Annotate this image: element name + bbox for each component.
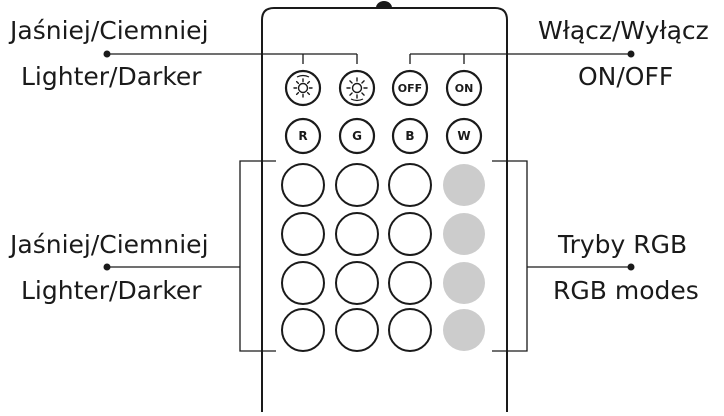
mid-left-label-pl: Jaśniej/Ciemniej xyxy=(10,230,209,259)
red-button[interactable]: R xyxy=(284,117,322,155)
ir-emitter xyxy=(376,1,392,8)
brightness-button-4-2[interactable] xyxy=(335,308,379,352)
top-left-label-en: Lighter/Darker xyxy=(21,62,202,91)
blue-button-label: B xyxy=(405,129,414,143)
green-button-label: G xyxy=(352,129,362,143)
red-button-label: R xyxy=(298,129,307,143)
top-right-leader-dot xyxy=(627,50,635,58)
brightness-button-3-1[interactable] xyxy=(281,261,325,305)
green-button[interactable]: G xyxy=(338,117,376,155)
brightness-button-4-3[interactable] xyxy=(388,308,432,352)
off-button-label: OFF xyxy=(398,82,422,95)
off-button[interactable]: OFF xyxy=(391,69,429,107)
brightness-down-button[interactable] xyxy=(284,69,322,107)
top-right-label-en: ON/OFF xyxy=(578,62,674,91)
brightness-button-1-3[interactable] xyxy=(388,163,432,207)
right-bracket xyxy=(492,160,631,352)
top-left-leader xyxy=(107,53,358,64)
rgb-mode-button-3[interactable] xyxy=(443,262,485,304)
rgb-mode-button-4[interactable] xyxy=(443,309,485,351)
sun-dim-icon xyxy=(293,74,313,98)
brightness-button-3-3[interactable] xyxy=(388,261,432,305)
left-bracket xyxy=(107,160,276,352)
mid-right-label-pl: Tryby RGB xyxy=(558,230,688,259)
brightness-up-button[interactable] xyxy=(338,69,376,107)
top-right-label-pl: Włącz/Wyłącz xyxy=(538,16,709,45)
brightness-button-2-2[interactable] xyxy=(335,212,379,256)
rgb-mode-button-2[interactable] xyxy=(443,213,485,255)
brightness-button-2-3[interactable] xyxy=(388,212,432,256)
white-button[interactable]: W xyxy=(445,117,483,155)
top-left-leader-dot xyxy=(103,50,111,58)
mid-left-label-en: Lighter/Darker xyxy=(21,276,202,305)
left-bracket-dot xyxy=(103,263,111,271)
brightness-button-1-1[interactable] xyxy=(281,163,325,207)
mid-right-label-en: RGB modes xyxy=(553,276,699,305)
sun-bright-icon xyxy=(346,77,368,102)
brightness-button-1-2[interactable] xyxy=(335,163,379,207)
brightness-button-4-1[interactable] xyxy=(281,308,325,352)
rgb-mode-button-1[interactable] xyxy=(443,164,485,206)
brightness-button-3-2[interactable] xyxy=(335,261,379,305)
white-button-label: W xyxy=(457,129,470,143)
right-bracket-dot xyxy=(627,263,635,271)
top-left-label-pl: Jaśniej/Ciemniej xyxy=(10,16,209,45)
brightness-button-2-1[interactable] xyxy=(281,212,325,256)
blue-button[interactable]: B xyxy=(391,117,429,155)
on-button[interactable]: ON xyxy=(445,69,483,107)
top-right-leader xyxy=(409,53,631,64)
on-button-label: ON xyxy=(455,82,474,95)
